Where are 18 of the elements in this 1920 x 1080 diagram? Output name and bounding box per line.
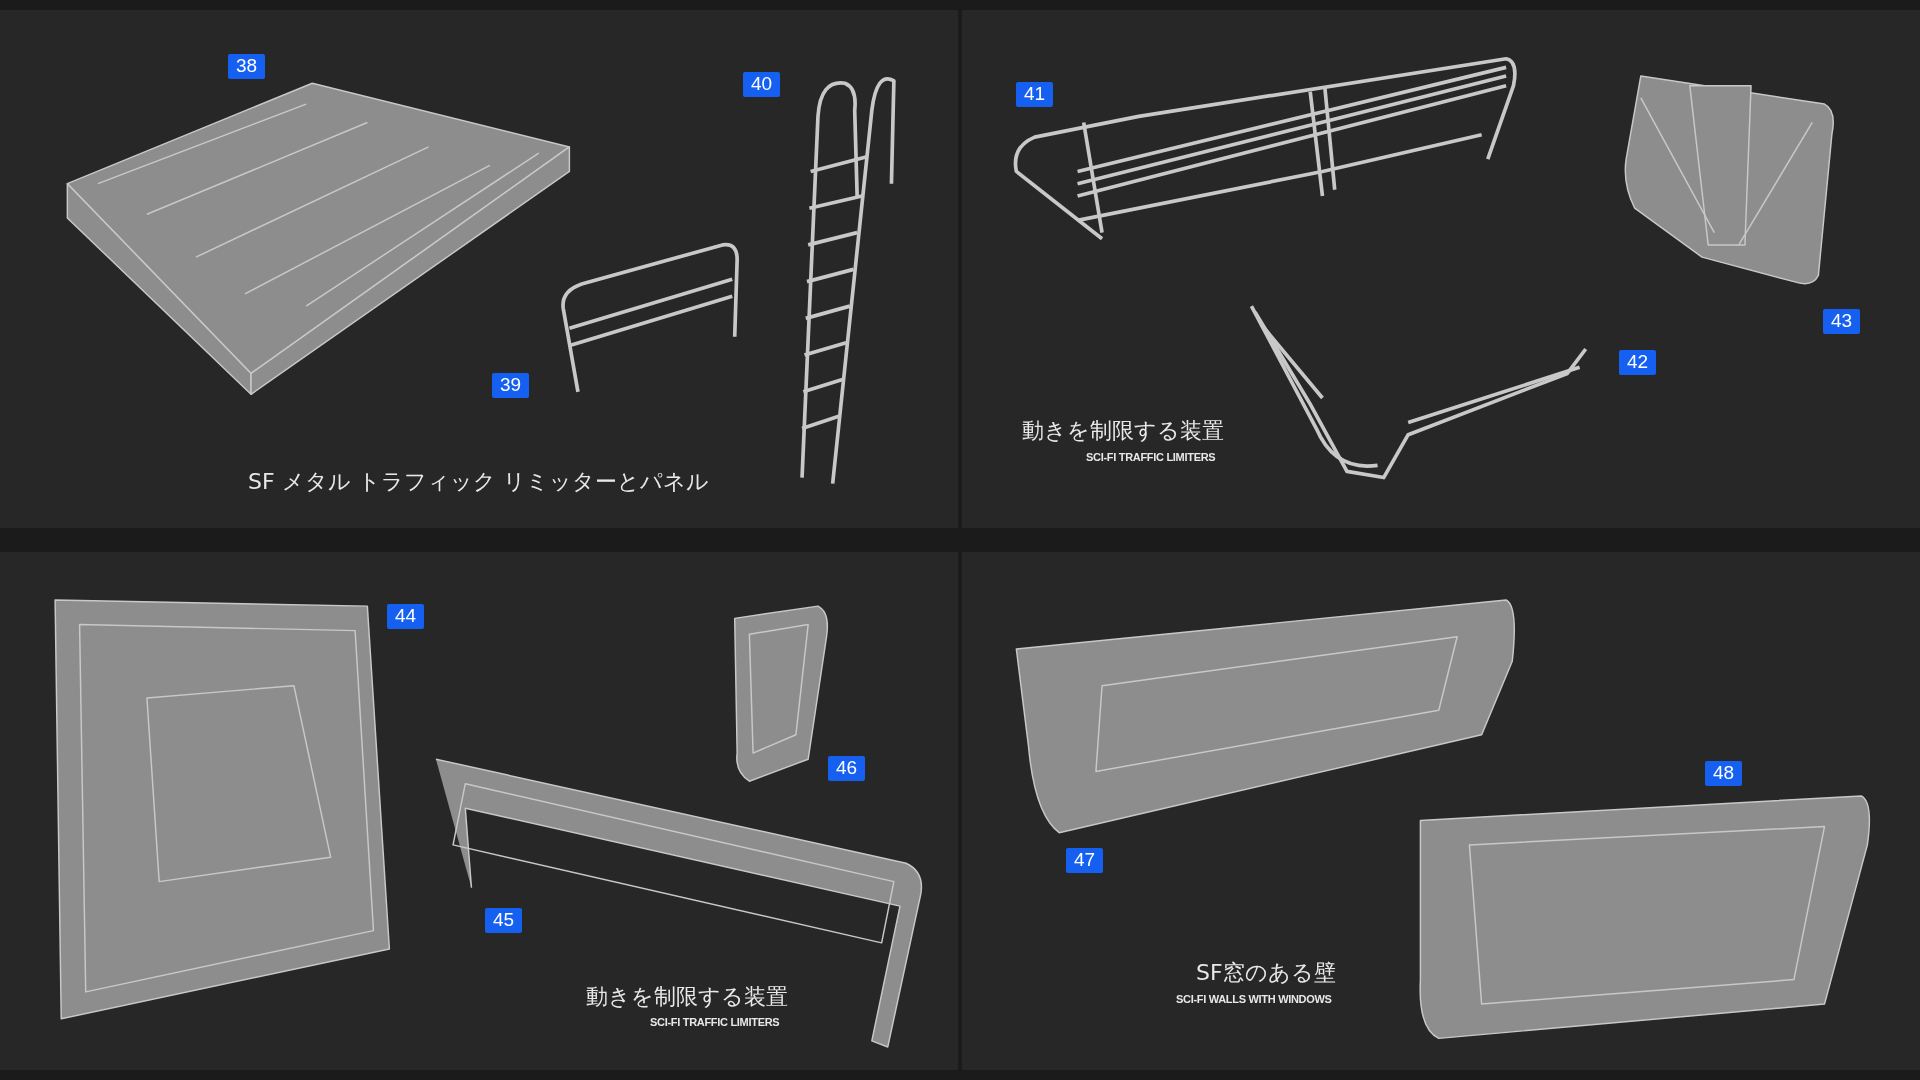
- subcaption: SCI-FI WALLS WITH WINDOWS: [1176, 993, 1332, 1006]
- subcaption: SCI-FI TRAFFIC LIMITERS: [1086, 451, 1216, 464]
- caption: 動きを制限する装置: [586, 985, 788, 1010]
- caption: SF窓のある壁: [1196, 961, 1336, 986]
- callout-number: 39: [492, 373, 530, 398]
- subcaption: SCI-FI TRAFFIC LIMITERS: [650, 1016, 780, 1029]
- callout-number: 38: [228, 54, 266, 79]
- callout-number: 44: [387, 604, 425, 629]
- callout-number: 47: [1066, 848, 1104, 873]
- callout-number: 46: [828, 756, 866, 781]
- caption: 動きを制限する装置: [1022, 419, 1224, 444]
- callout-number: 42: [1619, 350, 1657, 375]
- caption: SF メタル トラフィック リミッターとパネル: [248, 470, 709, 495]
- callout-number: 41: [1016, 82, 1054, 107]
- callout-number: 43: [1823, 309, 1861, 334]
- callout-number: 48: [1705, 761, 1743, 786]
- callout-number: 45: [485, 908, 523, 933]
- callout-number: 40: [743, 72, 781, 97]
